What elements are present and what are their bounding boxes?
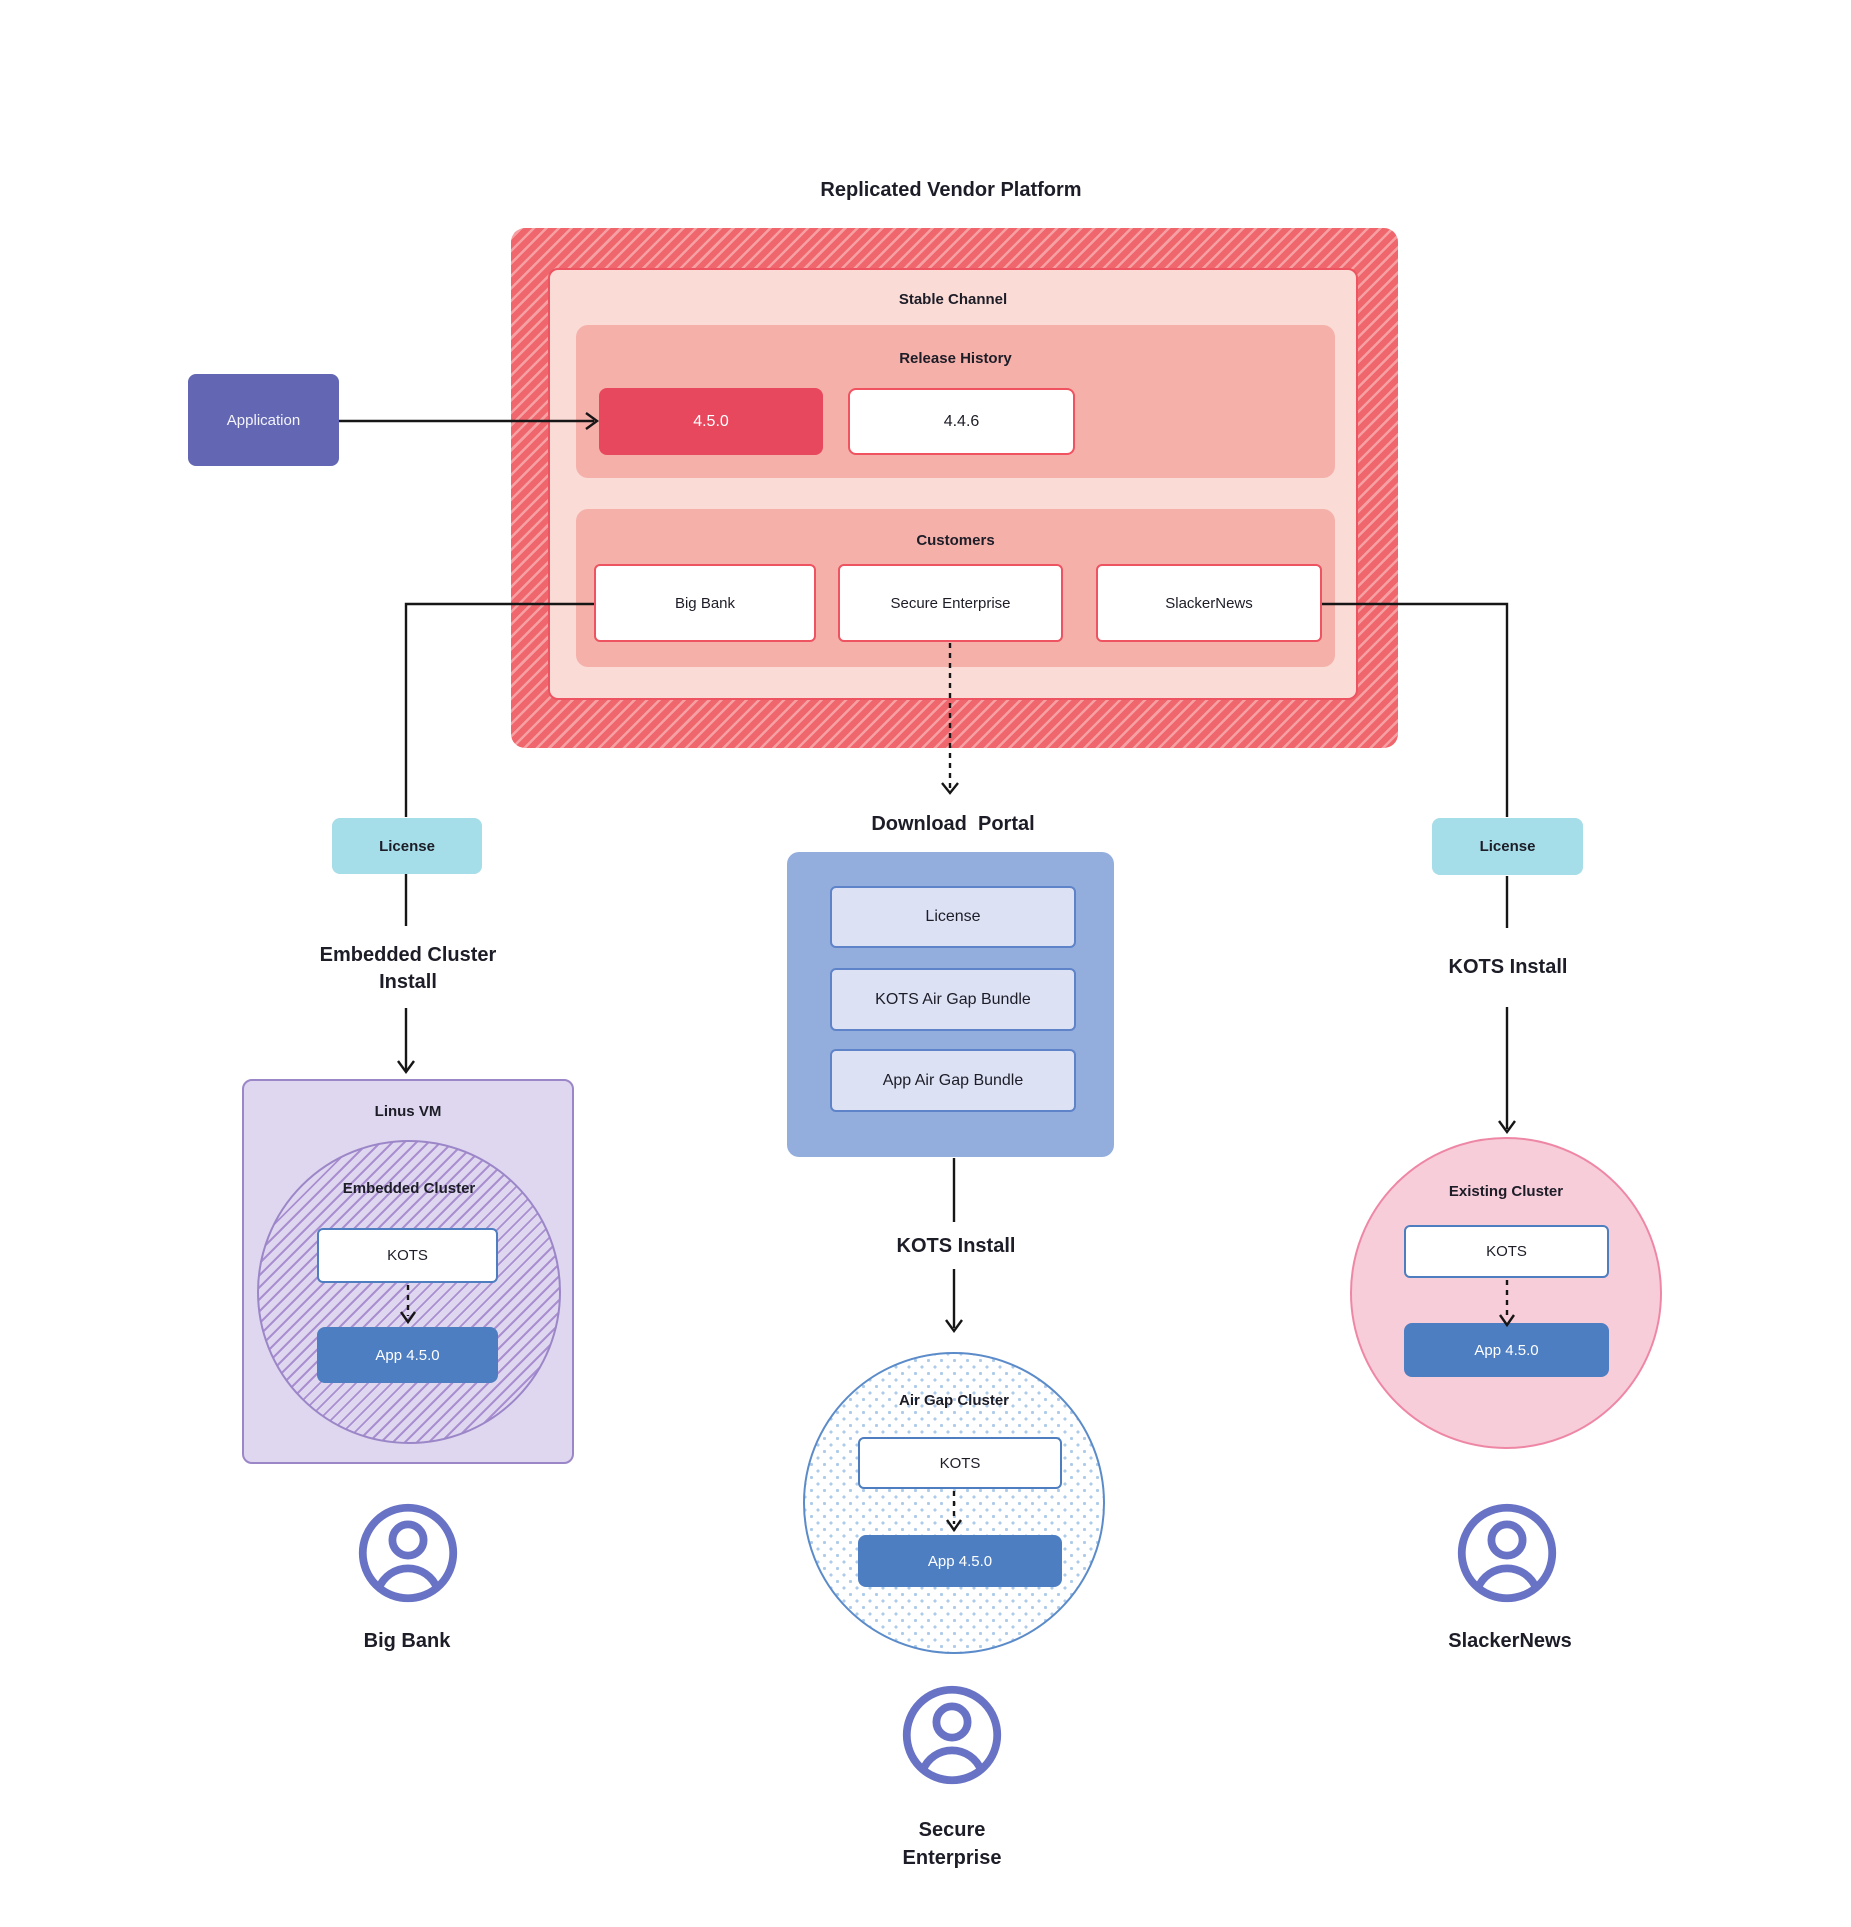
application-box: Application (188, 374, 339, 466)
person-label-big-bank: Big Bank (363, 1630, 451, 1652)
app-box-airgap: App 4.5.0 (858, 1535, 1062, 1587)
release-box-current: 4.5.0 (599, 388, 823, 455)
person-label-slackernews: SlackerNews (1448, 1630, 1572, 1652)
portal-item-app-bundle: App Air Gap Bundle (830, 1049, 1076, 1112)
air-gap-cluster-circle (803, 1352, 1105, 1654)
download-portal-title: Download Portal (871, 813, 1035, 835)
customer-box-slackernews: SlackerNews (1096, 564, 1322, 642)
person-label-secure-line1: Secure (918, 1819, 986, 1841)
release-box-previous: 4.4.6 (848, 388, 1075, 455)
linus-vm-label: Linus VM (374, 1103, 442, 1120)
release-history-label: Release History (899, 350, 1012, 367)
customer-box-big-bank: Big Bank (594, 564, 816, 642)
install-label-left-line2: Install (379, 971, 437, 993)
license-badge-left: License (332, 818, 482, 874)
user-icon (1457, 1503, 1557, 1603)
person-label-secure-enterprise: Secure Enterprise (802, 1816, 1102, 1872)
kots-install-label-right: KOTS Install (1448, 956, 1568, 978)
install-label-left-line1: Embedded Cluster (319, 944, 497, 966)
embedded-cluster-label: Embedded Cluster (342, 1180, 476, 1197)
app-box-embedded: App 4.5.0 (317, 1327, 498, 1383)
customer-box-secure-enterprise: Secure Enterprise (838, 564, 1063, 642)
kots-box-airgap: KOTS (858, 1437, 1062, 1489)
diagram-title: Replicated Vendor Platform (820, 179, 1082, 201)
license-badge-right: License (1432, 818, 1583, 875)
arrowhead-down-dashed (941, 782, 959, 795)
user-icon (902, 1685, 1002, 1785)
air-gap-cluster-label: Air Gap Cluster (898, 1392, 1010, 1409)
portal-item-kots-bundle: KOTS Air Gap Bundle (830, 968, 1076, 1031)
stable-channel-label: Stable Channel (898, 291, 1008, 308)
existing-cluster-label: Existing Cluster (1448, 1183, 1564, 1200)
portal-item-license: License (830, 886, 1076, 948)
arrowhead-down (397, 1060, 415, 1075)
install-label-left: Embedded Cluster Install (248, 942, 568, 996)
arrowhead-down (945, 1319, 963, 1334)
customers-label: Customers (916, 532, 995, 549)
kots-install-label-middle: KOTS Install (896, 1235, 1016, 1257)
kots-box-embedded: KOTS (317, 1228, 498, 1283)
user-icon (358, 1503, 458, 1603)
person-label-secure-line2: Enterprise (902, 1847, 1002, 1869)
kots-box-existing: KOTS (1404, 1225, 1609, 1278)
embedded-cluster-circle (257, 1140, 561, 1444)
arrowhead-down (1498, 1120, 1516, 1135)
app-box-existing: App 4.5.0 (1404, 1323, 1609, 1377)
